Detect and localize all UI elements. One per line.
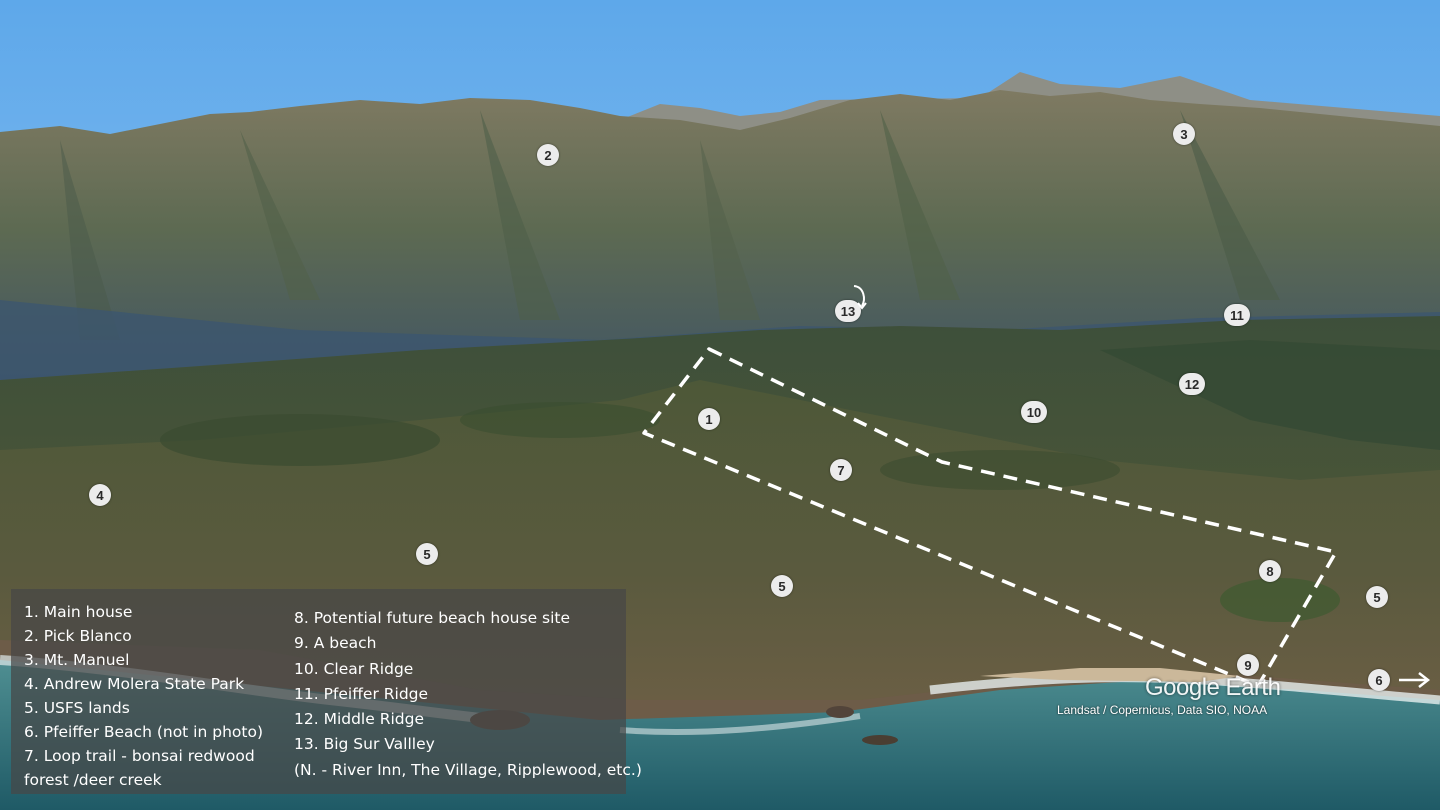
google-earth-watermark: Google Earth: [1145, 674, 1281, 701]
legend-item: 3. Mt. Manuel: [24, 651, 130, 669]
arrow-right-icon: [1399, 672, 1431, 688]
legend-item: 4. Andrew Molera State Park: [24, 675, 245, 693]
legend-item: 9. A beach: [294, 634, 377, 653]
legend-item: 12. Middle Ridge: [294, 710, 424, 729]
marker-big-sur-valley[interactable]: 13: [835, 300, 861, 322]
legend-item: 7. Loop trail - bonsai redwood: [24, 747, 255, 765]
legend-item: 6. Pfeiffer Beach (not in photo): [24, 723, 263, 741]
marker-pfeiffer-ridge[interactable]: 11: [1224, 304, 1250, 326]
legend-item: 10. Clear Ridge: [294, 659, 414, 678]
legend-panel: 1. Main house 2. Pick Blanco 3. Mt. Manu…: [11, 589, 642, 794]
legend-item: 2. Pick Blanco: [24, 627, 132, 645]
legend-item: 13. Big Sur Vallley: [294, 735, 435, 754]
marker-mt-manuel[interactable]: 3: [1173, 123, 1195, 145]
property-boundary: [642, 347, 1338, 688]
legend-item: 8. Potential future beach house site: [294, 609, 571, 627]
marker-andrew-molera[interactable]: 4: [89, 484, 111, 506]
legend-item: 5. USFS lands: [24, 699, 130, 717]
marker-clear-ridge[interactable]: 10: [1021, 401, 1047, 423]
legend-item: 1. Main house: [24, 603, 133, 621]
legend-item: forest /deer creek: [24, 771, 162, 789]
marker-middle-ridge[interactable]: 12: [1179, 373, 1205, 395]
curl-arrow-icon: [853, 285, 867, 310]
legend-item: 11. Pfeiffer Ridge: [294, 684, 429, 703]
marker-beach-house-site[interactable]: 8: [1259, 560, 1281, 582]
marker-usfs-lands[interactable]: 5: [771, 575, 793, 597]
imagery-attribution: Landsat / Copernicus, Data SIO, NOAA: [1057, 703, 1268, 717]
marker-main-house[interactable]: 1: [698, 408, 720, 430]
legend-item: (N. - River Inn, The Village, Ripplewood…: [294, 760, 642, 779]
marker-loop-trail[interactable]: 7: [830, 459, 852, 481]
marker-usfs-lands[interactable]: 5: [1366, 586, 1388, 608]
legend-column-1: 1. Main house 2. Pick Blanco 3. Mt. Manu…: [24, 600, 274, 792]
marker-usfs-lands[interactable]: 5: [416, 543, 438, 565]
legend-column-2: 8. Potential future beach house site 9. …: [294, 606, 642, 783]
marker-beach[interactable]: 9: [1237, 654, 1259, 676]
marker-pick-blanco[interactable]: 2: [537, 144, 559, 166]
marker-pfeiffer-beach[interactable]: 6: [1368, 669, 1390, 691]
